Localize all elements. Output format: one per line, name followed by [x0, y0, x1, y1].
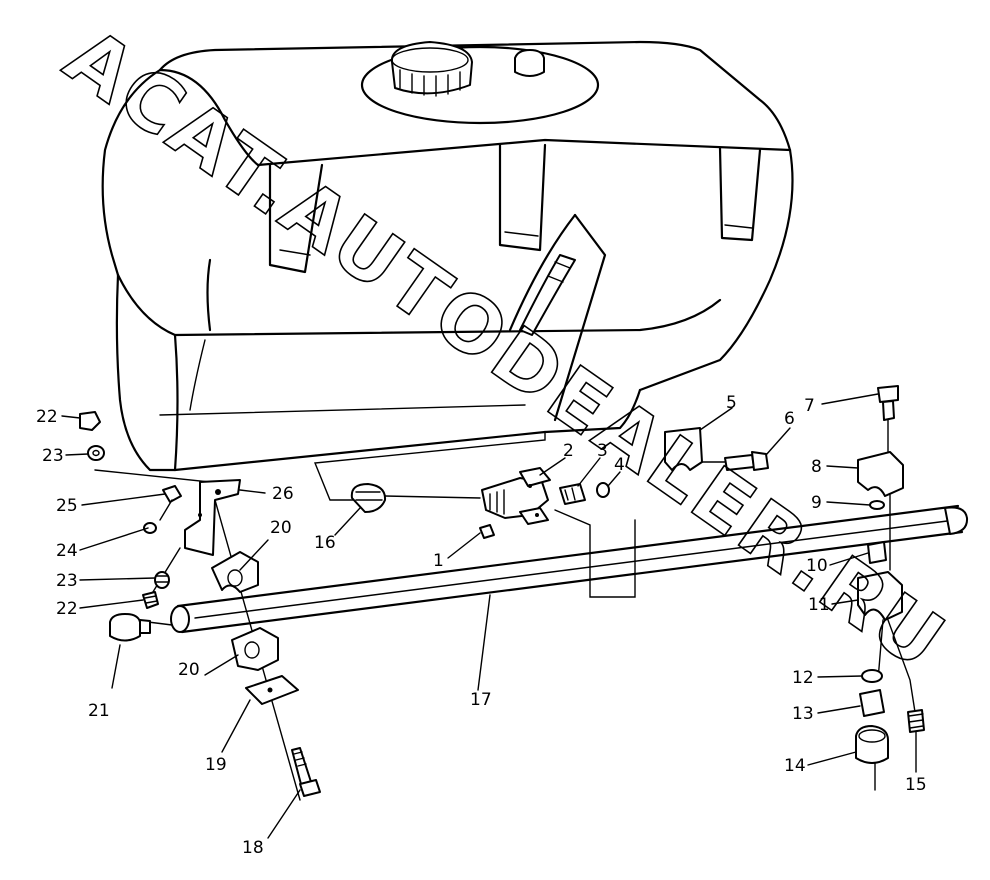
clamp-part-8	[857, 451, 904, 497]
clamp-part-11	[857, 571, 903, 621]
callout-13: 13	[792, 704, 814, 724]
plug-part-21	[109, 613, 151, 642]
nut-part-13	[859, 689, 885, 717]
fuel-tank	[101, 40, 794, 472]
callout-1: 1	[433, 551, 444, 571]
plate-part-19	[245, 675, 299, 705]
callout-17: 17	[470, 690, 492, 710]
washer-part-23-lower	[154, 571, 170, 589]
callout-12: 12	[792, 668, 814, 688]
nut-part-22-upper	[79, 411, 101, 431]
nut-part-15	[907, 709, 925, 733]
oring-part-4	[596, 482, 610, 498]
callout-labels: 22 23 25 24 23 22 21 26 20 20 19 18 16 1…	[36, 393, 927, 858]
callout-3: 3	[597, 441, 608, 461]
callout-14: 14	[784, 756, 806, 776]
clamp-part-20-upper	[211, 551, 259, 593]
valve-part-2	[481, 467, 551, 525]
clamp-part-20-lower	[231, 627, 279, 671]
washer-part-24	[143, 522, 157, 534]
callout-20-upper: 20	[270, 518, 292, 538]
callout-2: 2	[563, 441, 574, 461]
callout-leaders	[61, 393, 917, 839]
clip-part-16	[350, 483, 387, 513]
callout-9: 9	[811, 493, 822, 513]
bolt-part-18	[291, 747, 321, 797]
callout-7: 7	[804, 396, 815, 416]
bolt-part-6	[724, 451, 769, 471]
nut-part-1	[479, 524, 495, 539]
fitting-part-3	[559, 483, 586, 505]
callout-22-upper: 22	[36, 407, 58, 427]
callout-15: 15	[905, 775, 927, 795]
nut-part-22-lower	[142, 591, 159, 609]
nut-part-10	[867, 541, 887, 564]
callout-18: 18	[242, 838, 264, 858]
callout-6: 6	[784, 409, 795, 429]
callout-22-lower: 22	[56, 599, 78, 619]
watermark-text: ACAT.AUTODEALER.RU	[49, 12, 962, 689]
callout-16: 16	[314, 533, 336, 553]
washer-part-23-upper	[87, 445, 105, 461]
callout-20-lower: 20	[178, 660, 200, 680]
cap-part-14	[855, 725, 889, 764]
tube-part-17	[170, 504, 969, 634]
callout-23-lower: 23	[56, 571, 78, 591]
bolt-part-25	[159, 485, 182, 521]
callout-4: 4	[614, 455, 625, 475]
callout-25: 25	[56, 496, 78, 516]
callout-26: 26	[272, 484, 294, 504]
callout-21: 21	[88, 701, 110, 721]
callout-8: 8	[811, 457, 822, 477]
watermark: ACAT.AUTODEALER.RU	[48, 11, 963, 690]
washer-part-9	[869, 500, 885, 510]
callout-5: 5	[726, 393, 737, 413]
bracket-part-26	[184, 479, 241, 556]
bolt-part-7	[877, 385, 899, 421]
callout-24: 24	[56, 541, 78, 561]
callout-23-upper: 23	[42, 446, 64, 466]
callout-11: 11	[808, 595, 830, 615]
callout-10: 10	[806, 556, 828, 576]
washer-part-12	[861, 669, 883, 683]
callout-19: 19	[205, 755, 227, 775]
clamp-part-5	[664, 427, 703, 471]
